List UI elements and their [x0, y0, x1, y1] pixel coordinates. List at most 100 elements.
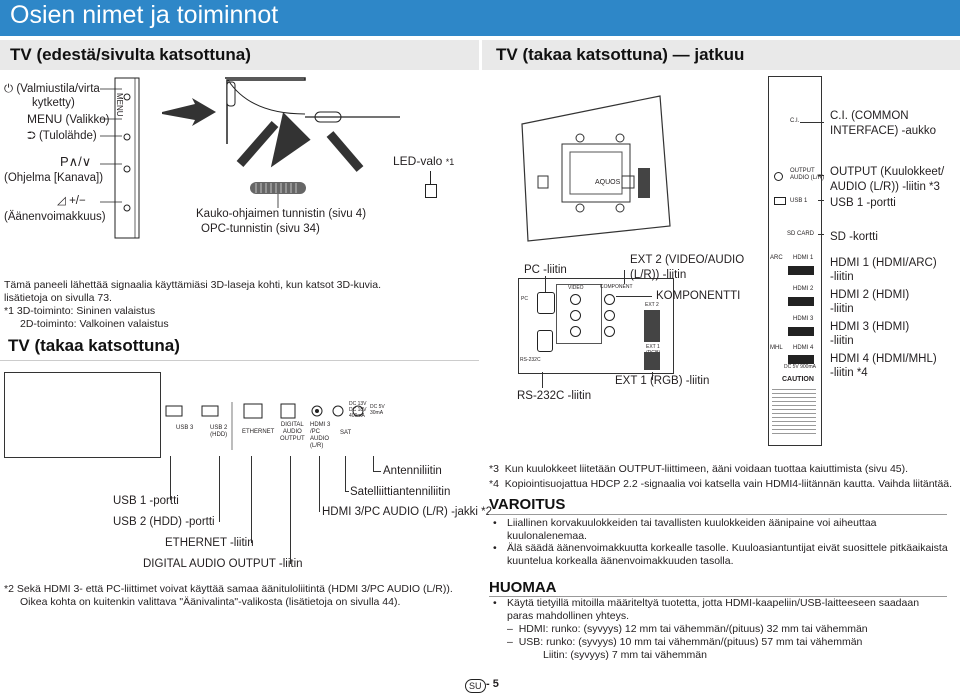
component-leader: [616, 296, 652, 297]
panel-pc-text: PC: [521, 296, 528, 302]
ext2-label-2: (L/R)) -liitin: [630, 269, 687, 281]
front-note-line2: lisätietoja on sivulla 73.: [4, 292, 112, 304]
pc-leader: [545, 276, 546, 292]
input-icon: ⮊: [27, 130, 36, 142]
panel-hdmi2-text: HDMI 2: [793, 286, 814, 292]
hdmi3-label-1: HDMI 3 (HDMI): [830, 321, 910, 333]
hdmi3pc-leader: [319, 456, 320, 512]
notice-hdmi: – HDMI: runko: (syvyys) 12 mm tai vähemm…: [507, 623, 868, 635]
panel-caution-text: CAUTION: [782, 376, 814, 383]
ext2-label-1: EXT 2 (VIDEO/AUDIO: [630, 254, 745, 266]
component-pr-jack-icon: [604, 326, 615, 337]
rear-footnote-line1: *2 Sekä HDMI 3- että PC-liittimet voivat…: [4, 583, 453, 595]
sat-leader: [345, 456, 346, 491]
output-label-1: OUTPUT (Kuulokkeet/: [830, 166, 945, 178]
rear-section-title: TV (takaa katsottuna): [8, 336, 180, 355]
power-label-line2: kytketty): [32, 97, 75, 109]
page-header: [0, 0, 960, 36]
antenna-label: Antenniliitin: [383, 465, 442, 477]
port-usb3-label: USB 3: [176, 425, 194, 431]
warning-divider: [489, 514, 947, 515]
component-pb-jack-icon: [604, 310, 615, 321]
front-note-3d: *1 3D-toiminto: Sininen valaistus: [4, 305, 156, 317]
volume-label-line2: (Äänenvoimakkuus): [4, 211, 106, 223]
side-port-panel: [768, 76, 822, 446]
panel-dc-text: DC 5V 900mA: [784, 364, 816, 370]
ci-leader: [800, 122, 824, 123]
port-sat-label: SAT: [340, 430, 352, 436]
ext2-scart-icon: [644, 310, 660, 342]
ethernet-leader: [251, 456, 252, 543]
note3: *3 Kun kuulokkeet liitetään OUTPUT-liitt…: [489, 463, 909, 475]
component-label: KOMPONENTTI: [656, 290, 741, 302]
channel-up-down-icon: ∧/∨: [68, 154, 92, 169]
notice-usb-connector: Liitin: (syvyys) 7 mm tai vähemmän: [543, 649, 707, 661]
warning-item-2: • Älä säädä äänenvoimakkuutta korkealle …: [493, 542, 948, 567]
rear-port-drawing: [165, 402, 364, 450]
hdmi1-logo-icon: [788, 266, 814, 275]
usb2-leader: [219, 456, 220, 522]
front-section-bar: [0, 40, 479, 70]
ci-label-2: INTERFACE) -aukko: [830, 125, 937, 137]
panel-rs232c-text: RS-232C: [520, 357, 541, 363]
hdmi1-label-1: HDMI 1 (HDMI/ARC): [830, 257, 937, 269]
led-pointer: [430, 171, 431, 184]
video-jack-icon: [570, 294, 581, 305]
rear-footnote-line2: Oikea kohta on kuitenkin valittava "Ääni…: [20, 596, 401, 608]
hdmi2-label-2: -liitin: [830, 303, 854, 315]
panel-sdcard-text: SD CARD: [787, 231, 815, 237]
panel-arc-text: ARC: [770, 255, 783, 261]
panel-component-text: COMPONENT: [600, 284, 633, 290]
volume-icon: ◿: [57, 195, 66, 207]
output-label-2: AUDIO (L/R)) -liitin *3: [830, 181, 940, 193]
channel-label-line2: (Ohjelma [Kanava]): [4, 172, 104, 184]
hdmi3-logo-icon: [788, 327, 814, 336]
front-note-2d: 2D-toiminto: Valkoinen valaistus: [20, 318, 169, 330]
hdmi3-label-2: -liitin: [830, 335, 854, 347]
sensor-label-2: OPC-tunnistin (sivu 34): [201, 223, 320, 235]
sensor-label-1: Kauko-ohjaimen tunnistin (sivu 4): [196, 208, 367, 220]
menu-label: MENU (Valikko): [27, 112, 110, 126]
notice-item: • Käytä tietyillä mitoilla määriteltyä t…: [493, 597, 920, 622]
footer-lang-badge: SU: [465, 679, 486, 693]
pc-port-icon: [537, 292, 555, 314]
hdmi4-logo-icon: [788, 355, 814, 364]
front-section-title: TV (edestä/sivulta katsottuna): [10, 45, 251, 64]
rear-cont-section-title: TV (takaa katsottuna) — jatkuu: [496, 45, 745, 64]
ethernet-port-label: ETHERNET -liitin: [165, 537, 254, 549]
led-indicator: [425, 184, 437, 198]
page-title: Osien nimet ja toiminnot: [10, 1, 279, 29]
volume-label: ◿ +/−: [57, 195, 86, 207]
ext2-leader: [624, 270, 625, 284]
ci-label-1: C.I. (COMMON: [830, 110, 909, 122]
hdmi1-label-2: -liitin: [830, 271, 854, 283]
hdmi2-logo-icon: [788, 297, 814, 306]
pc-port-label: PC -liitin: [524, 264, 567, 276]
panel-video-text: VIDEO: [568, 285, 584, 291]
output-leader: [818, 175, 824, 176]
usb1-leader: [170, 456, 171, 500]
panel-hdmi4-text: HDMI 4: [793, 345, 814, 351]
panel-mhl-text: MHL: [770, 345, 783, 351]
notice-usb: – USB: runko: (syvyys) 10 mm tai vähemmä…: [507, 636, 863, 648]
warning-item-1: • Liiallinen korvakuulokkeiden tai taval…: [493, 517, 877, 542]
usb2-port-label: USB 2 (HDD) -portti: [113, 516, 215, 528]
side-menu-text: MENU: [115, 93, 124, 117]
panel-ext2-text: EXT 2: [645, 302, 659, 308]
digital-port-label: DIGITAL AUDIO OUTPUT -liitin: [143, 558, 303, 570]
usb1-right-label: USB 1 -portti: [830, 197, 896, 209]
usb1-port-icon: [774, 197, 786, 205]
power-label: ⏻ (Valmiustila/virta: [4, 83, 100, 95]
rear-cont-brand: AQUOS: [595, 179, 621, 186]
antenna-leader: [373, 456, 374, 471]
note4: *4 Kopiointisuojattua HDCP 2.2 -signaali…: [489, 478, 953, 490]
notice-divider: [489, 596, 947, 597]
port-ethernet-label: ETHERNET: [242, 429, 275, 435]
port-usb2-label: USB 2(HDD): [210, 425, 228, 438]
rear-title-divider: [0, 360, 479, 361]
sat-leader-h: [345, 491, 349, 492]
power-icon: ⏻: [4, 83, 14, 95]
satellite-label: Satelliittiantenniliitin: [350, 486, 451, 498]
